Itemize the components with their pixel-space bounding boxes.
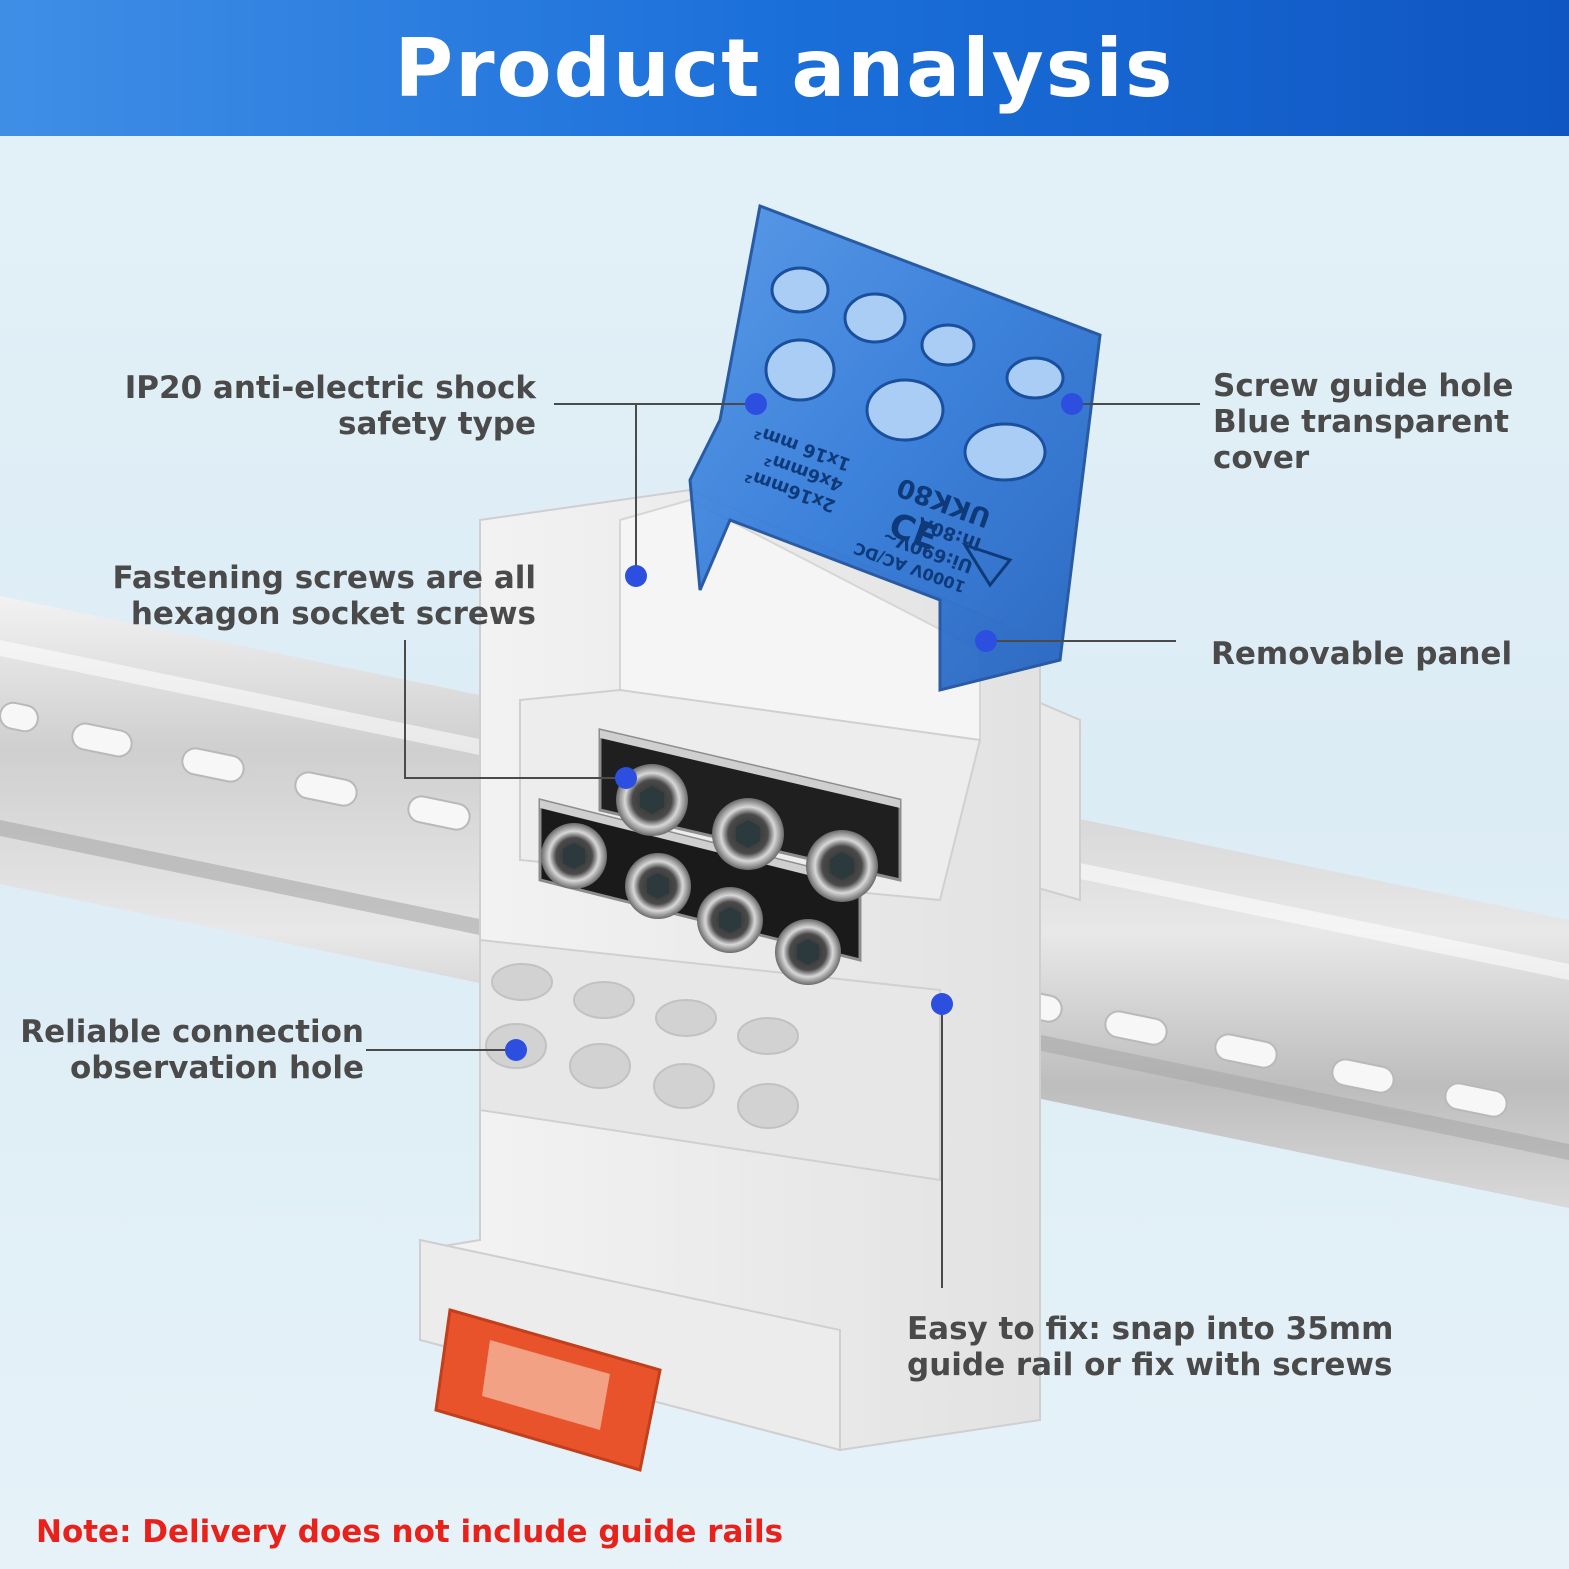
callout-ip20-line2: safety type — [338, 406, 536, 442]
callout-observation-line2: observation hole — [69, 1050, 364, 1086]
callout-removable-line1: Removable panel — [1211, 636, 1513, 672]
callout-easy-fix-line2: guide rail or fix with screws — [907, 1347, 1393, 1383]
callout-easy-fix-line1: Easy to fix: snap into 35mm — [907, 1311, 1394, 1347]
callout-easy-fix: Easy to fix: snap into 35mm guide rail o… — [907, 1311, 1393, 1383]
callout-observation-line1: Reliable connection — [20, 1014, 364, 1050]
callout-fastening: Fastening screws are all hexagon socket … — [112, 560, 536, 632]
cover-warning-icon — [961, 542, 1013, 588]
callout-fastening-line1: Fastening screws are all — [112, 560, 536, 596]
dot-easy-fix — [931, 993, 953, 1015]
callout-removable: Removable panel — [1211, 636, 1512, 672]
callout-observation: Reliable connection observation hole — [20, 1014, 364, 1086]
callout-ip20-line1: IP20 anti-electric shock — [124, 370, 536, 406]
header-banner: Product analysis — [0, 0, 1569, 136]
callout-screw-guide-line1: Screw guide hole — [1213, 368, 1514, 404]
leader-fastening — [404, 640, 626, 779]
dot-ip20 — [745, 393, 767, 415]
dot-screw-guide — [1061, 393, 1083, 415]
dot-fastening — [615, 767, 637, 789]
callout-screw-guide: Screw guide hole Blue transparent cover — [1213, 368, 1513, 476]
release-tab — [434, 1308, 662, 1472]
page-title: Product analysis — [394, 21, 1175, 115]
dot-ip20-body — [625, 565, 647, 587]
callout-screw-guide-line3: cover — [1213, 440, 1310, 476]
delivery-note: Note: Delivery does not include guide ra… — [36, 1514, 784, 1550]
callout-lines — [366, 403, 1200, 1288]
dot-removable — [975, 630, 997, 652]
callout-screw-guide-line2: Blue transparent — [1213, 404, 1509, 440]
callout-fastening-line2: hexagon socket screws — [130, 596, 536, 632]
dot-observation — [505, 1039, 527, 1061]
callout-dots — [505, 393, 1083, 1061]
callout-ip20: IP20 anti-electric shock safety type — [125, 370, 536, 442]
